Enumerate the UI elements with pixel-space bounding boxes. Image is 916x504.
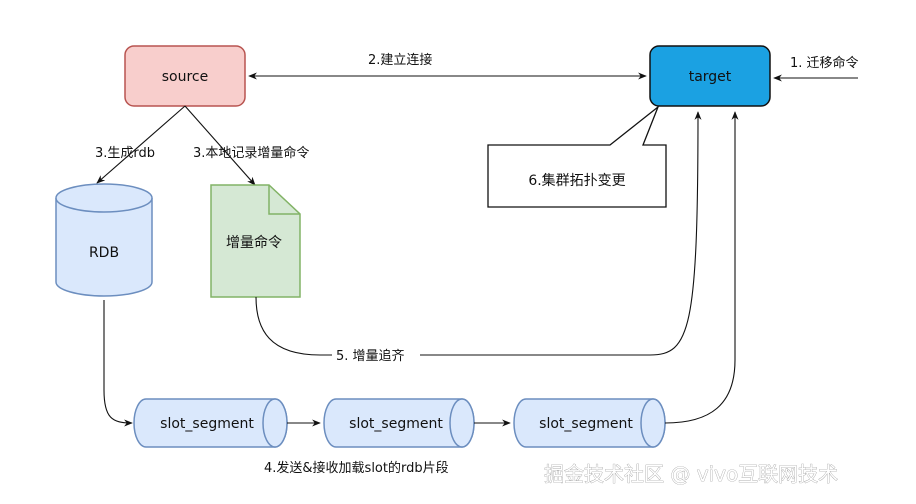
slot-segment-1: slot_segment [133,398,288,448]
edge-label-gen-rdb: 3.生成rdb [95,146,155,161]
edge-record-incremental [184,105,256,186]
rdb-cylinder: RDB [55,183,153,297]
edge-label-send-receive: 4.发送&接收加载slot的rdb片段 [264,460,449,476]
edge-gen-rdb [96,105,186,184]
watermark: 掘金技术社区 @ vivo互联网技术 [544,462,838,486]
edge-label-catch-up: 5. 增量追齐 [336,348,405,364]
incremental-cmd-label: 增量命令 [226,234,282,251]
edge-label-record-incremental: 3.本地记录增量命令 [193,145,309,161]
target-node: target [649,45,771,107]
edge-segment-to-target [664,111,739,424]
edge-catch-up [255,111,702,356]
edge-rdb-to-segment [103,300,133,427]
slot-segment-label: slot_segment [160,416,254,432]
slot-segment-label: slot_segment [539,416,633,432]
slot-segment-label: slot_segment [349,416,443,432]
source-node: source [124,45,246,107]
edge-label-catch-up-bg [332,344,420,364]
rdb-label: RDB [89,245,119,261]
callout-label: 6.集群拓扑变更 [528,172,625,189]
source-label: source [162,69,209,85]
topology-change-callout: 6.集群拓扑变更 [487,104,667,208]
slot-segment-2: slot_segment [323,398,475,448]
edge-label-migrate-cmd: 1. 迁移命令 [790,55,859,71]
slot-segment-3: slot_segment [513,398,666,448]
target-label: target [689,69,732,85]
edge-label-connect: 2.建立连接 [368,52,432,68]
incremental-cmd-document: 增量命令 [210,184,301,298]
